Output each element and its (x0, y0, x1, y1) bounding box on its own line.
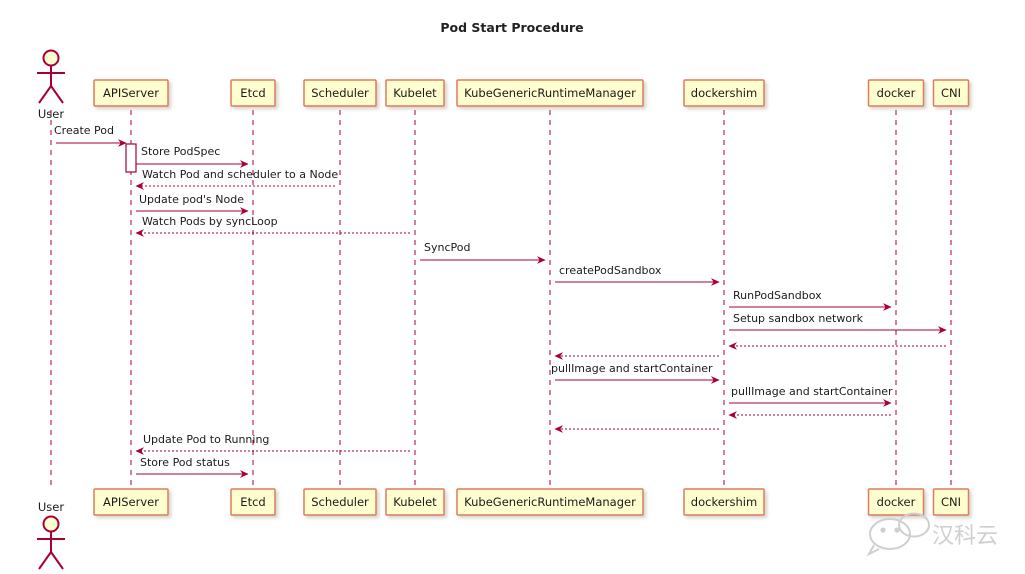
message-2: Store PodSpec (136, 145, 249, 168)
message-1: Create Pod (54, 124, 127, 147)
participant-box-cni[interactable] (932, 488, 970, 516)
message-5: Watch Pods by syncLoop (135, 215, 410, 237)
participant-label-etcd: Etcd (240, 86, 265, 100)
message-label-2: Store PodSpec (141, 145, 220, 158)
participant-cni[interactable]: CNI (932, 79, 970, 107)
message-label-4: Update pod's Node (139, 193, 244, 206)
participant-box-shim[interactable] (683, 488, 765, 516)
message-12: pullImage and startContainer (551, 362, 720, 384)
message-7: createPodSandbox (555, 264, 720, 286)
participant-kgrm[interactable]: KubeGenericRuntimeManager (456, 79, 644, 107)
participant-label-shim: dockershim (691, 86, 757, 100)
participant-kubelet[interactable]: Kubelet (385, 488, 445, 516)
message-label-5: Watch Pods by syncLoop (142, 215, 278, 228)
participant-sched[interactable]: Scheduler (303, 488, 377, 516)
participant-label-api: APIServer (103, 495, 159, 509)
activation-bar-api (125, 143, 137, 173)
participant-etcd[interactable]: Etcd (230, 488, 276, 516)
participant-kgrm[interactable]: KubeGenericRuntimeManager (456, 488, 644, 516)
participant-label-docker: docker (877, 495, 916, 509)
message-13: pullImage and startContainer (729, 385, 893, 407)
message-label-16: Update Pod to Running (143, 433, 269, 446)
participant-box-sched[interactable] (303, 79, 377, 107)
actor-leg-left (38, 85, 52, 104)
participant-label-kubelet: Kubelet (393, 86, 437, 100)
participant-shim[interactable]: dockershim (683, 79, 765, 107)
message-6: SyncPod (420, 241, 546, 264)
message-label-3: Watch Pod and scheduler to a Node (142, 168, 338, 181)
actor-head-icon (42, 49, 60, 67)
message-16: Update Pod to Running (135, 433, 410, 455)
actor-user: User (37, 500, 65, 570)
participant-api[interactable]: APIServer (93, 488, 169, 516)
participant-docker[interactable]: docker (867, 488, 925, 516)
participant-api[interactable]: APIServer (93, 79, 169, 107)
participant-box-kgrm[interactable] (456, 488, 644, 516)
participant-box-docker[interactable] (867, 79, 925, 107)
message-8: RunPodSandbox (729, 289, 892, 311)
participant-kubelet[interactable]: Kubelet (385, 79, 445, 107)
participant-docker[interactable]: docker (867, 79, 925, 107)
actor-label-user: User (38, 500, 64, 514)
participant-box-docker[interactable] (867, 488, 925, 516)
participant-box-kgrm[interactable] (456, 79, 644, 107)
participant-box-api[interactable] (93, 488, 169, 516)
page-title: Pod Start Procedure (440, 20, 583, 35)
participant-cni[interactable]: CNI (932, 488, 970, 516)
message-label-9: Setup sandbox network (733, 312, 864, 325)
message-label-12: pullImage and startContainer (551, 362, 713, 375)
participant-label-api: APIServer (103, 86, 159, 100)
actor-user: User (37, 49, 65, 121)
participant-label-etcd: Etcd (240, 495, 265, 509)
actor-leg-right (50, 551, 64, 570)
participant-box-kubelet[interactable] (385, 79, 445, 107)
participant-box-kubelet[interactable] (385, 488, 445, 516)
participants-top-layer: User APIServer Etcd Scheduler Kubelet KubeGen… (37, 49, 970, 121)
actor-leg-right (50, 85, 64, 104)
participants-bottom-layer: User APIServer Etcd Scheduler Kubelet KubeGen… (37, 488, 970, 570)
participant-box-api[interactable] (93, 79, 169, 107)
participant-label-sched: Scheduler (311, 495, 369, 509)
watermark: 汉科云 (866, 512, 998, 557)
participant-label-kgrm: KubeGenericRuntimeManager (464, 86, 636, 100)
participant-label-kubelet: Kubelet (393, 495, 437, 509)
message-3: Watch Pod and scheduler to a Node (135, 168, 338, 190)
participant-box-etcd[interactable] (230, 79, 276, 107)
participant-etcd[interactable]: Etcd (230, 79, 276, 107)
lifelines-layer (50, 110, 952, 487)
participant-box-shim[interactable] (683, 79, 765, 107)
participant-label-cni: CNI (941, 86, 961, 100)
actor-leg-left (38, 551, 52, 570)
activations-layer (125, 143, 137, 173)
participant-shim[interactable]: dockershim (683, 488, 765, 516)
message-17: Store Pod status (136, 456, 249, 478)
participant-label-kgrm: KubeGenericRuntimeManager (464, 495, 636, 509)
participant-label-shim: dockershim (691, 495, 757, 509)
message-4: Update pod's Node (136, 193, 249, 215)
message-label-8: RunPodSandbox (733, 289, 822, 302)
actor-head-icon (42, 515, 60, 533)
participant-label-cni: CNI (941, 495, 961, 509)
participant-sched[interactable]: Scheduler (303, 79, 377, 107)
wechat-bubble-icon (866, 512, 930, 557)
message-label-1: Create Pod (54, 124, 114, 137)
participant-box-sched[interactable] (303, 488, 377, 516)
watermark-text: 汉科云 (932, 524, 998, 549)
message-label-6: SyncPod (424, 241, 470, 254)
participant-label-sched: Scheduler (311, 86, 369, 100)
participant-box-cni[interactable] (932, 79, 970, 107)
participant-label-docker: docker (877, 86, 916, 100)
message-label-13: pullImage and startContainer (731, 385, 893, 398)
participant-box-etcd[interactable] (230, 488, 276, 516)
message-9: Setup sandbox network (729, 312, 947, 334)
actor-label-user: User (38, 107, 64, 121)
message-label-17: Store Pod status (140, 456, 230, 469)
message-label-7: createPodSandbox (559, 264, 662, 277)
